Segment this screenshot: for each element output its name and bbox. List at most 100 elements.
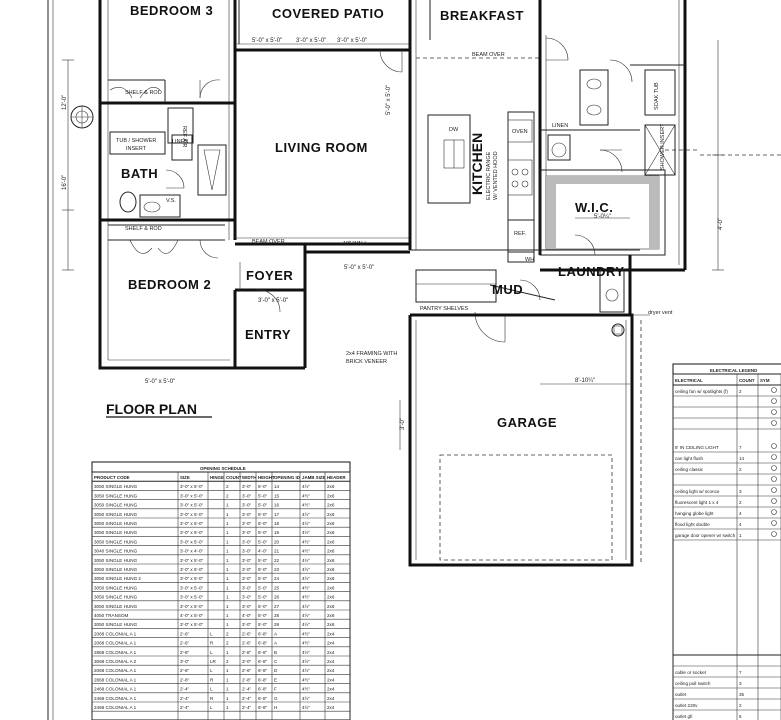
double-vanity [579,69,609,126]
legend-symbol-icon [771,454,777,460]
schedule-cell: 23 [274,567,280,572]
room-label-bedroom3: BEDROOM 3 [130,3,213,18]
schedule-cell: 2x6 [327,484,335,489]
schedule-cell: 1 [226,558,229,563]
schedule-cell: 5'-0" [258,604,268,609]
schedule-cell: 2x6 [327,503,335,508]
schedule-cell: L [210,650,213,655]
schedule-cell: 4½" [302,584,310,590]
schedule-cell: 1 [226,539,229,544]
note-vented-hood: W/ VENTED HOOD [493,151,499,200]
dim-callout: 12'-0" [62,95,68,110]
washer-dryer [599,269,625,313]
legend-symbol-icon [771,520,777,526]
schedule-cell: 4½" [302,511,310,517]
legend-cell: ceiling fan w/ spotlights (f) [675,389,728,394]
note-beam-over-top: BEAM OVER [472,52,505,58]
dim-callout: 5'-0" x 5'-0" [252,38,282,44]
legend-header-cell: COUNT [739,378,755,383]
schedule-cell: 4½" [302,520,310,526]
schedule-cell: 2x6 [327,539,335,544]
note-brick-veneer: BRICK VENEER [346,359,387,365]
schedule-cell: 2x6 [327,613,335,618]
legend-cell: 7 [739,445,742,450]
schedule-cell: 1 [226,595,229,600]
legend-cell: 14 [739,456,745,461]
schedule-cell: 2 [226,493,229,498]
legend-row: 8' IN CEILING LIGHT 7 [675,443,777,450]
schedule-cell: 2x4 [327,696,335,701]
schedule-cell: 4½" [302,594,310,600]
dim-callout: 3'-0" x 5'-0" [337,38,367,44]
note-wall-10: 10" WALL [343,241,367,247]
schedule-cell: 6'-8" [258,631,268,636]
schedule-cell: 5'-0" [258,576,268,581]
schedule-cell: 4½" [302,612,310,618]
schedule-cell: 4½" [302,575,310,581]
note-framing: 2x4 FRAMING WITH [346,351,397,357]
schedule-cell: 4½" [302,649,310,655]
schedule-cell: 5'-0" [258,530,268,535]
dim-callout: 5'-0" x 5'-0" [145,379,175,385]
schedule-cell: 2'-6" [180,668,190,673]
schedule-cell: 1 [226,576,229,581]
schedule-header-cell: HINGE [210,475,224,480]
schedule-cell: 2'-8" [180,677,190,682]
schedule-cell: 4½" [302,557,310,563]
schedule-cell: 3050 SINGLE HUNG [94,604,138,609]
note-wh: WH [525,257,534,263]
room-label-garage: GARAGE [497,415,557,430]
note-linen-2: LINEN [552,123,568,129]
schedule-cell: A [274,631,278,636]
schedule-cell: 1 [226,549,229,554]
legend-cell: ceiling pull switch [675,681,711,686]
note-pantry-shelves: PANTRY SHELVES [420,306,469,312]
schedule-cell: 3'-0" x 4'-0" [180,549,204,554]
schedule-cell: H [274,705,277,710]
schedule-cell: 3'-0" [242,521,252,526]
legend-symbol-icon [771,531,777,537]
schedule-cell: 3068 COLONIAL A 2 [94,659,137,664]
legend-cell: 3 [739,489,742,494]
schedule-cell: 3050 SINGLE HUNG [94,503,138,508]
schedule-cell: 4½" [302,492,310,498]
schedule-cell: 2x4 [327,659,335,664]
schedule-cell: 24 [274,576,280,581]
legend-cell: 8' IN CEILING LIGHT [675,445,719,450]
dim-callout: 5'-0" x 5'-0" [386,85,392,115]
schedule-cell: 3'-0" x 5'-0" [180,530,204,535]
schedule-cell: 4'-0" [258,549,268,554]
legend-cell: 1 [739,533,742,538]
schedule-cell: 4½" [302,548,310,554]
schedule-cell: 2'-4" [180,705,190,710]
garage-door-track [439,454,613,561]
schedule-cell: 3'-0" [242,585,252,590]
room-label-laundry: LAUNDRY [558,264,625,279]
schedule-cell: C [274,659,278,664]
schedule-cell: 3050 SINGLE HUNG [94,622,138,627]
schedule-cell: 3'-0" x 5'-0" [180,558,204,563]
schedule-cell: 5'-0" [258,493,268,498]
schedule-cell: 3050 SINGLE HUNG [94,493,138,498]
legend-cell: outlet gfi [675,714,692,719]
note-soak-tub: SOAK TUB [654,82,660,110]
schedule-cell: 4050 TRANSOM [94,613,129,618]
legend-cell: garage door opener w/ switch [675,533,736,538]
legend-cell: outlet [675,692,687,697]
legend-symbol-icon [771,476,777,482]
schedule-cell: 2468 COLONIAL A 1 [94,696,137,701]
schedule-cell: 2x6 [327,512,335,517]
schedule-cell: 2x6 [327,604,335,609]
schedule-cell: 3'-0" x 5'-0" [180,622,204,627]
schedule-cell: 1 [226,512,229,517]
